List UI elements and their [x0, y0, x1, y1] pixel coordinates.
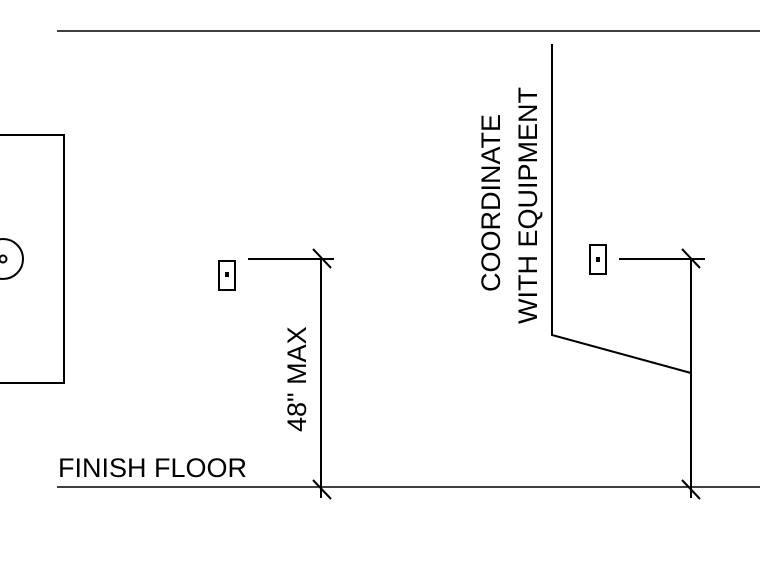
dimension-line-left: [312, 248, 332, 500]
leader-line: [551, 44, 692, 374]
equipment-outline: [0, 134, 65, 384]
equipment-circle: [0, 238, 24, 280]
max-height-label: 48" MAX: [282, 326, 312, 432]
equipment-circle-center: [0, 254, 8, 264]
dimension-line-right: [681, 248, 701, 500]
finish-floor-label: FINISH FLOOR: [58, 453, 247, 483]
coordinate-label-line1: COORDINATE: [476, 114, 506, 292]
device-symbol-left: [218, 260, 236, 291]
coordinate-label-line2: WITH EQUIPMENT: [513, 87, 543, 324]
device-symbol-right: [589, 244, 607, 275]
